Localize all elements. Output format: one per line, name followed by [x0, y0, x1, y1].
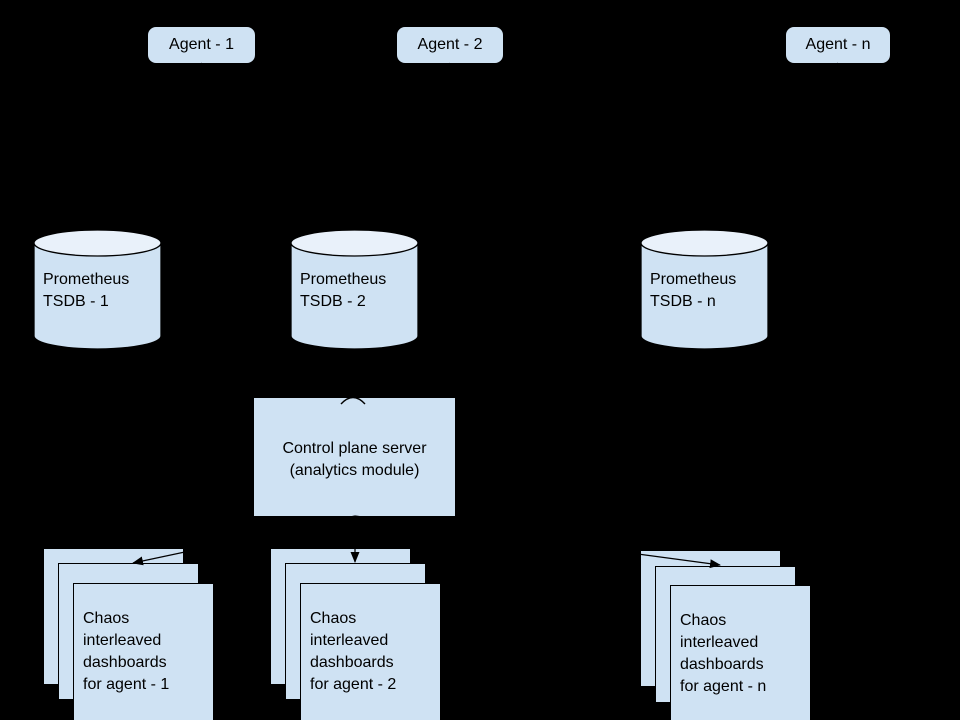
dashboards-n-page-front	[670, 585, 811, 720]
agent-n-node: Agent - n	[786, 27, 890, 63]
dashboards-2-label: Chaos interleaved dashboards for agent -…	[310, 610, 397, 693]
connector-agent2-tsdb2	[353, 62, 451, 227]
cylinder-top	[290, 229, 419, 257]
agent-2-node: Agent - 2	[397, 27, 503, 63]
control-plane-label: Control plane server (analytics module)	[254, 438, 455, 482]
tsdb-1-label: Prometheus TSDB - 1	[43, 271, 130, 310]
tsdb-n-label: Prometheus TSDB - n	[650, 271, 737, 310]
dashboards-2-page-front	[300, 583, 441, 720]
connector-tsdb1-controlplane	[97, 351, 349, 397]
cylinder-body	[33, 243, 162, 350]
dashboards-1-page-front	[73, 583, 214, 720]
cylinder-body	[290, 243, 419, 350]
tsdb-1-cylinder	[33, 229, 162, 350]
connector-agent1-tsdb1	[97, 62, 203, 227]
control-plane-label-line1: Control plane server	[282, 440, 427, 457]
control-plane-box	[254, 398, 455, 516]
tsdb-2-label: Prometheus TSDB - 2	[300, 271, 387, 310]
connector-tsdbn-controlplane	[361, 351, 704, 398]
cylinder-top	[33, 229, 162, 257]
dashboards-n-label: Chaos interleaved dashboards for agent -…	[680, 612, 767, 695]
dashboards-1-label: Chaos interleaved dashboards for agent -…	[83, 610, 170, 693]
agent-1-node: Agent - 1	[148, 27, 255, 63]
connector-agentn-tsdbn	[703, 62, 839, 227]
tsdb-2-cylinder	[290, 229, 419, 350]
tsdb-n-cylinder	[640, 229, 769, 350]
cylinder-top	[640, 229, 769, 257]
control-plane-label-line2: (analytics module)	[289, 462, 420, 479]
cylinder-body	[640, 243, 769, 350]
